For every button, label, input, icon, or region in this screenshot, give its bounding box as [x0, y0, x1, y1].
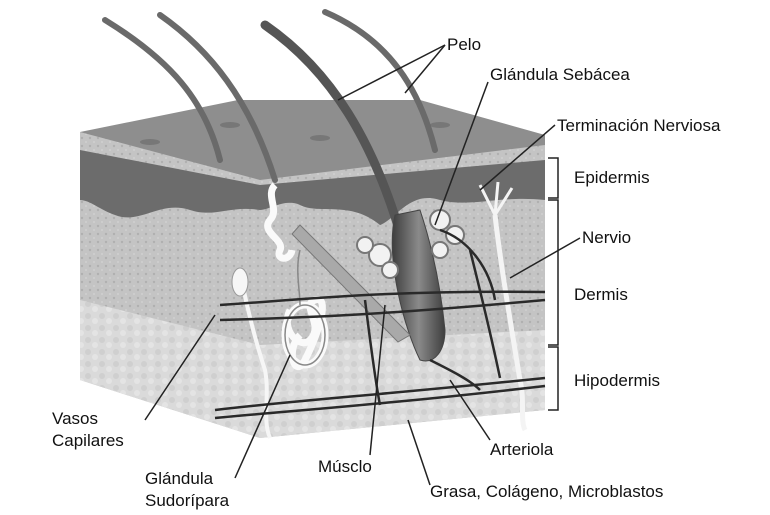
hypodermis-right [260, 330, 545, 438]
label-terminacion-nerviosa: Terminación Nerviosa [557, 116, 721, 135]
label-grasa: Grasa, Colágeno, Microblastos [430, 482, 663, 501]
label-glandula: Glándula [145, 469, 214, 488]
label-capilares: Capilares [52, 431, 124, 450]
label-sudoripara: Sudorípara [145, 491, 230, 510]
label-vasos: Vasos [52, 409, 98, 428]
label-arteriola: Arteriola [490, 440, 554, 459]
label-nervio: Nervio [582, 228, 631, 247]
label-pelo: Pelo [447, 35, 481, 54]
label-hipodermis: Hipodermis [574, 371, 660, 390]
left-vessel-bulb [232, 268, 248, 296]
label-glandula-sebacea: Glándula Sebácea [490, 65, 630, 84]
pore [310, 135, 330, 141]
label-dermis: Dermis [574, 285, 628, 304]
pore [220, 122, 240, 128]
pore [140, 139, 160, 145]
layer-brackets [548, 158, 558, 410]
pore [430, 122, 450, 128]
label-musculo: Músclo [318, 457, 372, 476]
label-epidermis: Epidermis [574, 168, 650, 187]
